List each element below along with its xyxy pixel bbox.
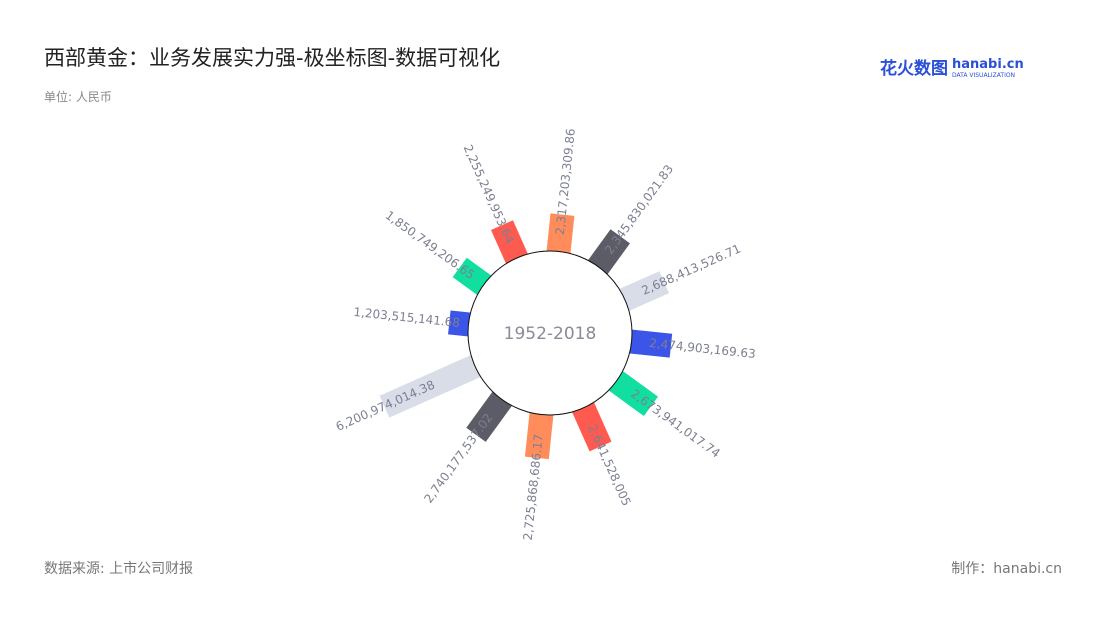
logo-cn: 花火数图 <box>880 59 948 79</box>
bar-value-label: 2,474,903,169.63 <box>649 336 757 361</box>
bar-value-label: 6,200,974,014.38 <box>334 378 437 434</box>
bar-value-label: 2,255,249,953.64 <box>461 143 517 246</box>
polar-bar <box>448 310 474 337</box>
bar-value-label: 2,673,941,017.74 <box>628 386 723 460</box>
polar-bar <box>616 271 670 313</box>
polar-bar <box>379 353 484 418</box>
page-title: 西部黄金：业务发展实力强-极坐标图-数据可视化 <box>44 46 501 70</box>
polar-bar <box>570 399 612 452</box>
bar-value-label: 1,850,749,206.65 <box>383 208 478 282</box>
polar-bar <box>546 213 575 257</box>
maker-note: 制作：hanabi.cn <box>951 561 1062 577</box>
polar-bar <box>466 389 514 442</box>
logo-en: hanabi.cn <box>952 57 1024 72</box>
source-note: 数据来源: 上市公司财报 <box>44 561 194 577</box>
unit-label: 单位: 人民币 <box>44 90 112 104</box>
polar-bar <box>606 369 659 417</box>
bar-value-label: 2,688,413,526.71 <box>640 241 743 297</box>
polar-bar <box>491 220 530 267</box>
bar-value-label: 2,345,830,021.83 <box>602 162 676 257</box>
bar-value-label: 2,317,203,309.86 <box>553 128 578 236</box>
polar-bar <box>524 409 554 460</box>
polar-bar <box>586 229 630 277</box>
logo-text-column: hanabi.cn DATA VISUALIZATION <box>952 58 1024 80</box>
center-circle <box>467 250 633 416</box>
center-label: 1952-2018 <box>504 324 597 344</box>
logo-sub: DATA VISUALIZATION <box>952 72 1016 79</box>
bar-value-label: 1,203,515,141.68 <box>353 305 461 330</box>
bar-value-label: 2,641,528,005 <box>585 422 633 508</box>
logo: 花火数图 hanabi.cn DATA VISUALIZATION <box>880 58 1024 80</box>
polar-bar <box>626 329 673 358</box>
bar-value-label: 2,725,868,686.17 <box>521 433 546 541</box>
bar-value-label: 2,740,177,537.02 <box>421 411 495 506</box>
